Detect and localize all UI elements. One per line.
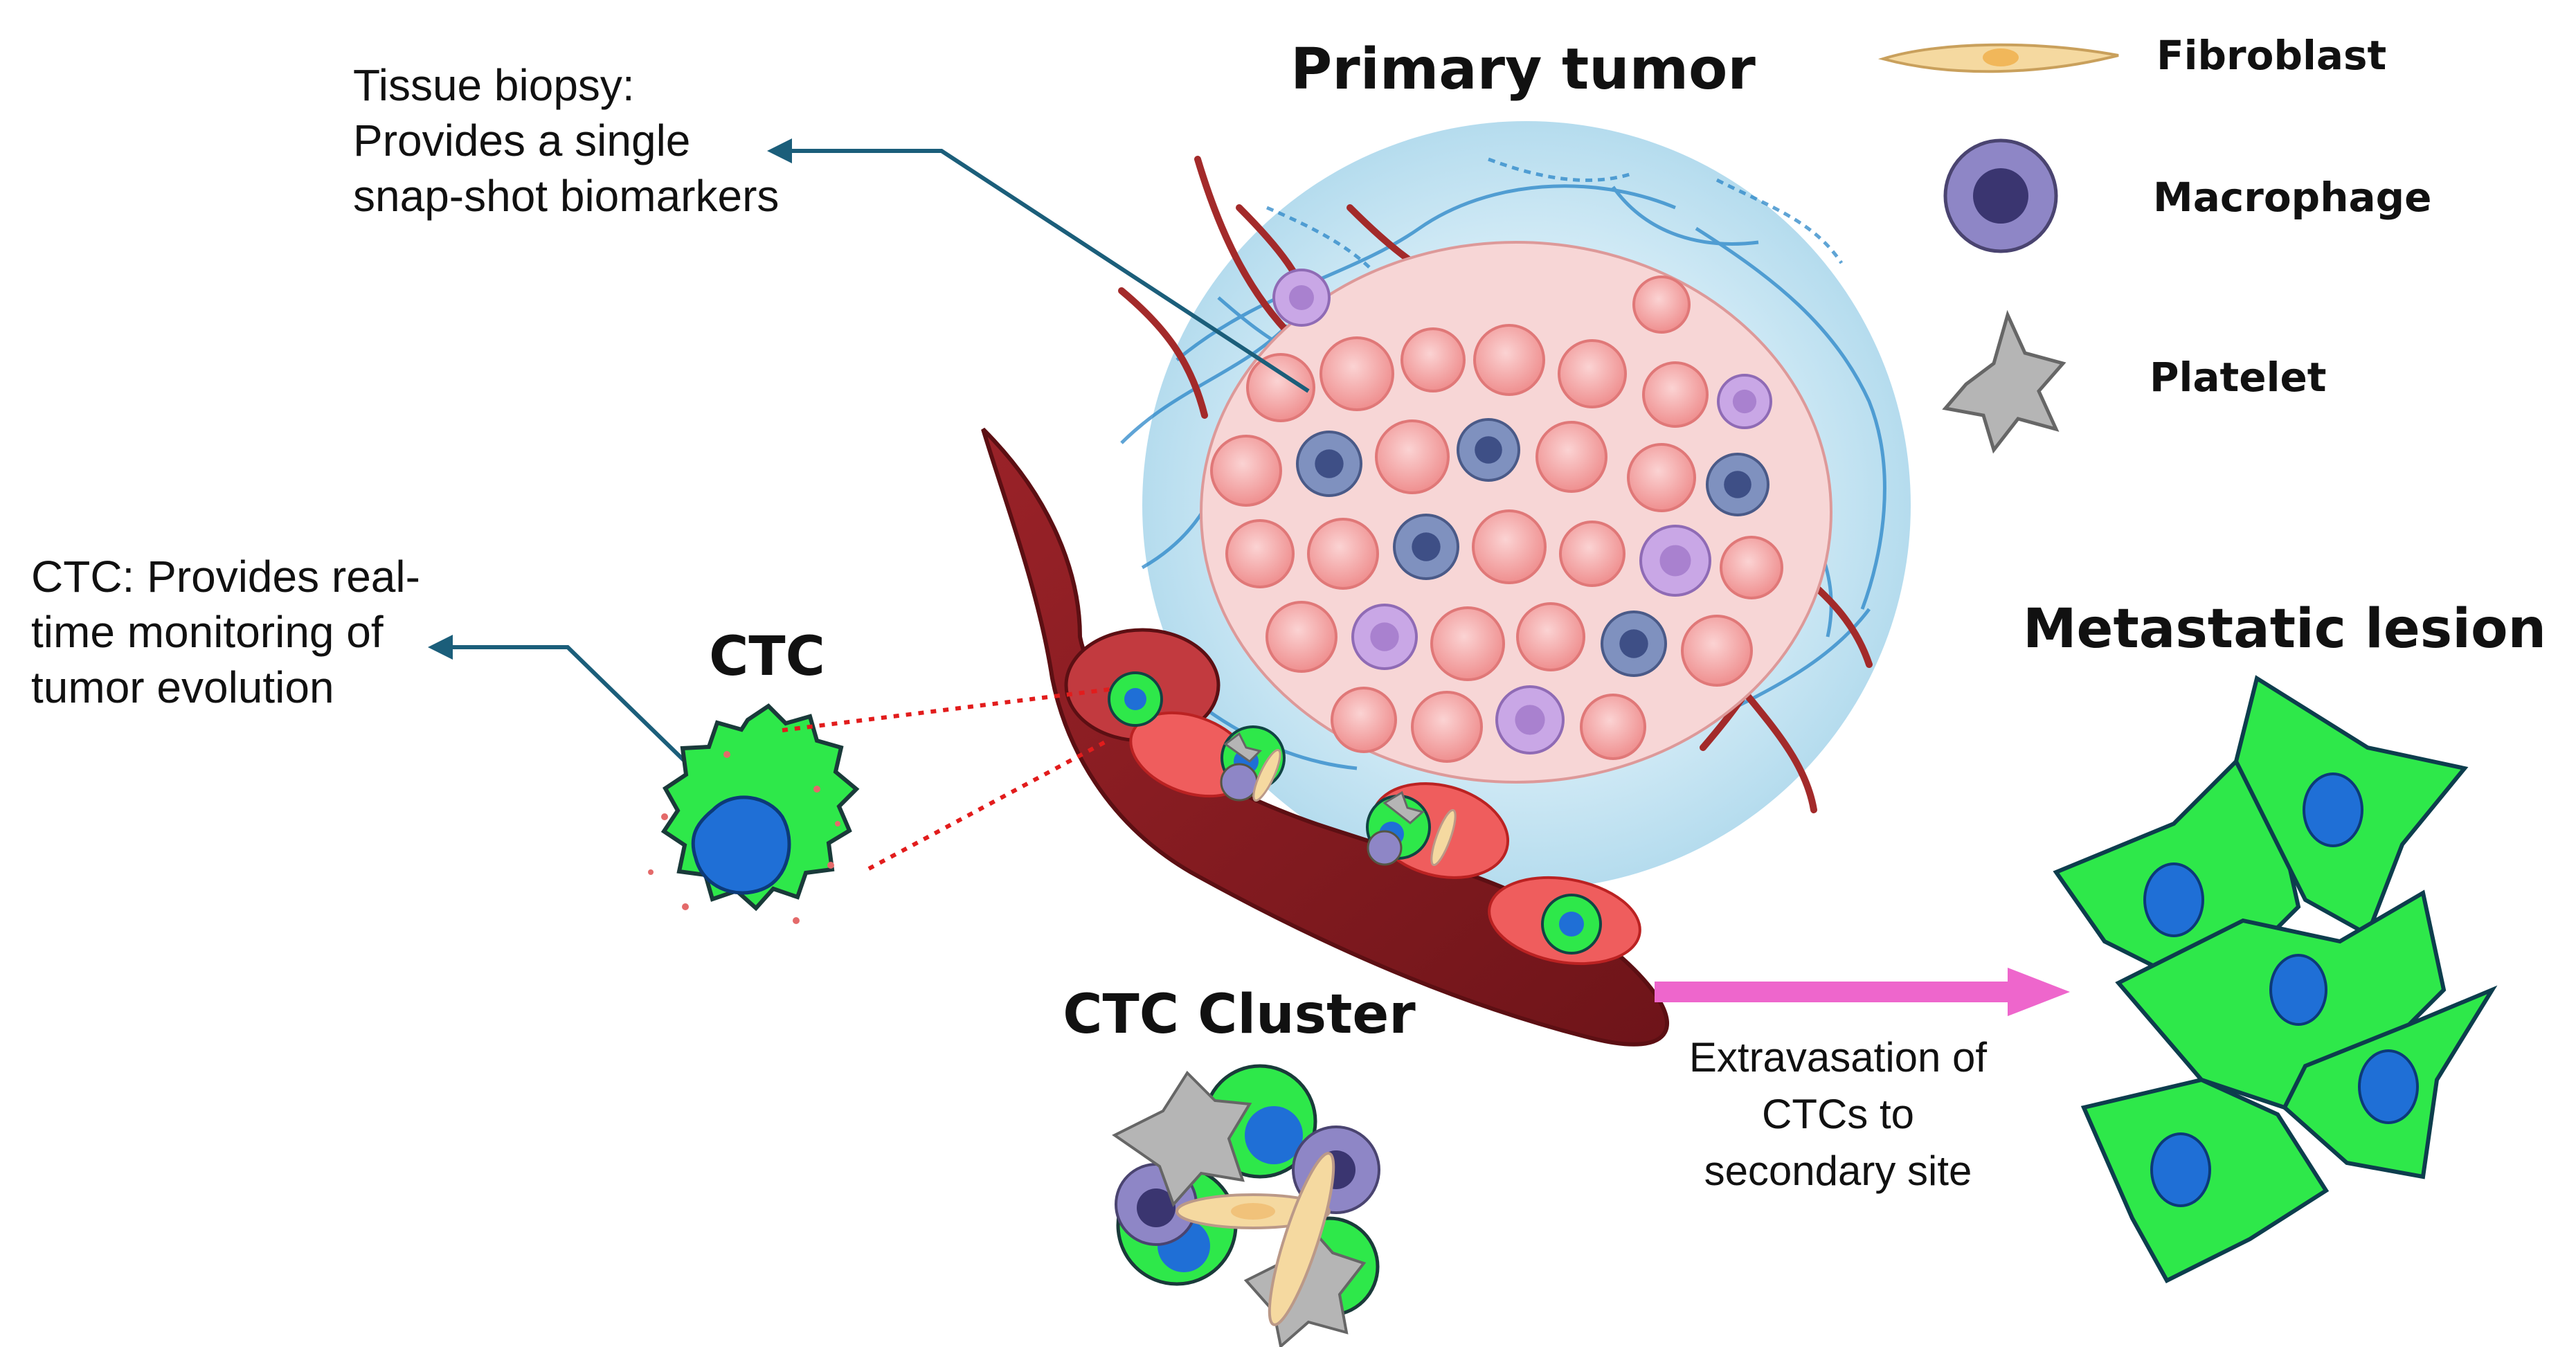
ctc-zoom-line-top bbox=[782, 687, 1115, 732]
extravasation-note-line: Extravasation of bbox=[1689, 1034, 1988, 1081]
tumor-cell bbox=[1266, 601, 1337, 673]
tumor-cell bbox=[1632, 275, 1691, 334]
legend-item-macrophage: Macrophage bbox=[1943, 138, 2432, 253]
tumor-cell bbox=[1246, 353, 1315, 422]
tumor-cell-nucleus bbox=[1289, 285, 1314, 310]
tumor-cell-nucleus bbox=[1515, 705, 1545, 735]
tumor-cell-nucleus bbox=[1724, 471, 1751, 498]
tumor-cell-nucleus bbox=[1619, 629, 1648, 658]
tumor-cell bbox=[1720, 536, 1783, 599]
primary-tumor-title: Primary tumor bbox=[1290, 37, 1756, 102]
biopsy-note: Tissue biopsy: Provides a single snap-sh… bbox=[353, 60, 779, 221]
legend-label: Platelet bbox=[2150, 354, 2327, 401]
tumor-cell bbox=[1400, 327, 1466, 392]
tumor-cell bbox=[1473, 324, 1545, 396]
tumor-cell bbox=[1375, 419, 1450, 494]
tumor-cell bbox=[1472, 509, 1547, 584]
legend-item-fibroblast: Fibroblast bbox=[1877, 32, 2386, 79]
ctc-cluster bbox=[1112, 1064, 1380, 1347]
ctc-granules bbox=[648, 751, 840, 924]
legend-label: Macrophage bbox=[2153, 174, 2432, 221]
tumor-cell bbox=[1411, 691, 1483, 763]
tumor-cell bbox=[1319, 336, 1394, 411]
ctc-note: CTC: Provides real- time monitoring of t… bbox=[31, 552, 420, 712]
tumor-cell bbox=[1642, 361, 1709, 428]
vessel-ctc bbox=[1541, 894, 1602, 955]
tumor-cell bbox=[1516, 602, 1585, 671]
tumor-cell bbox=[1558, 339, 1627, 408]
platelet-icon bbox=[1942, 309, 2066, 454]
blood-vessel bbox=[981, 427, 1669, 1047]
fibroblast-icon bbox=[1877, 43, 2119, 73]
ctc-cell bbox=[648, 703, 860, 924]
tumor-cell bbox=[1225, 519, 1295, 588]
biopsy-arrow bbox=[767, 138, 1310, 393]
ctc-nucleus bbox=[691, 795, 791, 895]
extravasation-arrow bbox=[1655, 968, 2070, 1016]
ctc-note-line: tumor evolution bbox=[31, 662, 334, 712]
tumor-cell bbox=[1210, 435, 1282, 507]
biopsy-note-line: Tissue biopsy: bbox=[353, 60, 635, 110]
ctc-note-line: time monitoring of bbox=[31, 607, 384, 657]
metastatic-lesion-title: Metastatic lesion bbox=[2023, 598, 2546, 660]
tumor-cell-nucleus bbox=[1659, 545, 1691, 577]
tumor-cell-nucleus bbox=[1732, 389, 1757, 414]
biopsy-note-line: snap-shot biomarkers bbox=[353, 171, 779, 221]
legend-item-platelet: Platelet bbox=[1942, 309, 2327, 454]
ctc-cluster-title: CTC Cluster bbox=[1063, 984, 1416, 1046]
vessel-ctc-cluster bbox=[1366, 790, 1457, 867]
extravasation-note-line: CTCs to bbox=[1762, 1091, 1914, 1137]
metastatic-lesion bbox=[2053, 675, 2498, 1283]
tumor-cell bbox=[1627, 443, 1696, 512]
ctc-zoom-line-bottom bbox=[867, 739, 1109, 871]
macrophage-icon bbox=[1943, 138, 2058, 253]
tumor-cell-nucleus bbox=[1412, 532, 1441, 561]
primary-tumor bbox=[1118, 121, 1911, 889]
tumor-cell-nucleus bbox=[1370, 622, 1399, 651]
tumor-cells bbox=[1210, 269, 1783, 763]
extravasation-note-line: secondary site bbox=[1704, 1148, 1972, 1194]
ctc-note-line: CTC: Provides real- bbox=[31, 552, 420, 602]
tumor-cell bbox=[1331, 687, 1397, 753]
legend: Fibroblast Macrophage Platelet bbox=[1877, 32, 2432, 454]
vessel-ctc bbox=[1108, 671, 1163, 727]
tumor-cell bbox=[1430, 606, 1505, 681]
tumor-cell bbox=[1580, 694, 1646, 760]
vessel-ctc-cluster bbox=[1220, 725, 1286, 802]
tumor-cell bbox=[1307, 518, 1379, 590]
biopsy-note-line: Provides a single bbox=[353, 116, 690, 165]
tumor-cell bbox=[1535, 421, 1607, 493]
ctc-title: CTC bbox=[709, 626, 825, 688]
tumor-cell-nucleus bbox=[1315, 449, 1344, 478]
ctc-arrow bbox=[428, 635, 701, 777]
tumor-cell bbox=[1681, 615, 1753, 687]
tumor-cell bbox=[1559, 521, 1625, 587]
extravasation-note: Extravasation of CTCs to secondary site bbox=[1689, 1034, 1988, 1194]
tumor-cell-nucleus bbox=[1475, 436, 1502, 464]
legend-label: Fibroblast bbox=[2156, 32, 2386, 79]
